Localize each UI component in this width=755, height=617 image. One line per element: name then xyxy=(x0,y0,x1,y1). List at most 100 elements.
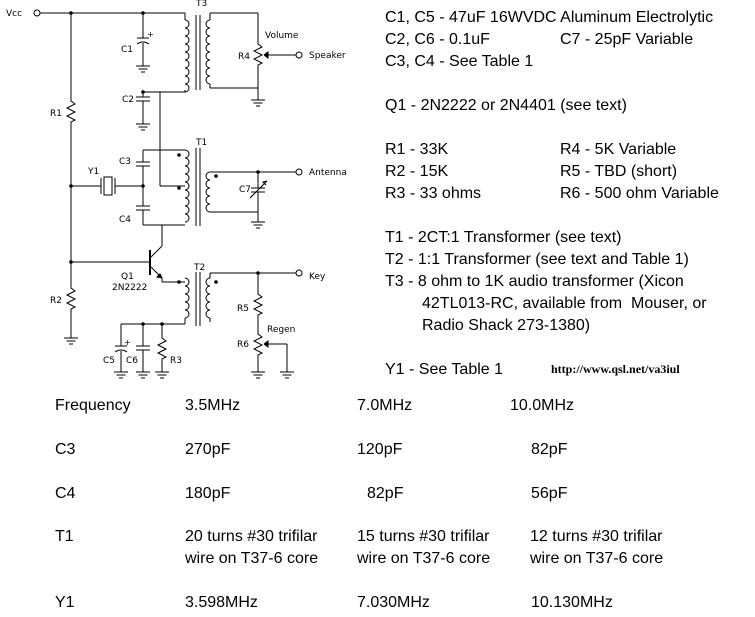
table-cell: Y1 xyxy=(55,594,75,611)
t3-primary-winding xyxy=(184,19,190,93)
table-cell: 56pF xyxy=(531,485,568,502)
c1-label: C1 xyxy=(121,45,133,55)
parts-list-line: Q1 - 2N2222 or 2N4401 (see text) xyxy=(385,95,751,117)
parts-list-spacer xyxy=(385,337,751,359)
parts-list-line: Radio Shack 273-1380) xyxy=(385,315,751,337)
q1-label: Q1 xyxy=(121,272,134,282)
parts-list-line: R1 - 33K R4 - 5K Variable xyxy=(385,139,751,161)
table-cell: 180pF xyxy=(185,485,231,502)
key-label: Key xyxy=(309,272,326,282)
table-cell: 120pF xyxy=(357,441,403,458)
parts-list-item: Y1 - See Table 1 xyxy=(385,361,504,378)
parts-list-line: R3 - 33 ohms R6 - 500 ohm Variable xyxy=(385,183,751,205)
c5-plus: + xyxy=(124,338,131,347)
parts-list-item: T1 - 2CT:1 Transformer (see text) xyxy=(385,229,622,246)
vcc-label: Vcc xyxy=(6,9,22,19)
parts-list-line: C3, C4 - See Table 1 xyxy=(385,51,751,73)
r6-label: R6 xyxy=(237,340,249,350)
parts-list-item: R2 - 15K xyxy=(385,163,449,180)
table-header-cell: 10.0MHz xyxy=(510,397,575,414)
table-cell: 12 turns #30 trifilar wire on T37-6 core xyxy=(530,528,664,567)
y1-label: Y1 xyxy=(87,167,99,177)
r5-resistor xyxy=(252,292,264,317)
r5-label: R5 xyxy=(237,304,249,314)
volume-label: Volume xyxy=(265,31,299,41)
source-url: http://www.qsl.net/va3iul xyxy=(551,362,680,376)
table-cell: T1 xyxy=(55,528,74,545)
key-terminal xyxy=(295,269,303,277)
r3-label: R3 xyxy=(170,356,182,366)
c3-label: C3 xyxy=(119,157,131,167)
receiver-schematic: Vcc T3 T1 T2 C1 + C2 C3 C4 C5 + C6 C7 R1… xyxy=(6,0,347,379)
speaker-label: Speaker xyxy=(309,51,346,61)
parts-list-item: C1, C5 - 47uF 16WVDC Aluminum Electrolyt… xyxy=(385,9,714,26)
r4-label: R4 xyxy=(238,52,250,62)
parts-list-item: C7 - 25pF Variable xyxy=(560,31,694,48)
table-cell: 7.030MHz xyxy=(357,594,430,611)
parts-list-item: R4 - 5K Variable xyxy=(560,141,677,158)
t1-primary-winding xyxy=(184,149,190,223)
parts-list-item: T2 - 1:1 Transformer (see text and Table… xyxy=(385,251,689,268)
y1-crystal xyxy=(103,176,113,196)
parts-list-item: R1 - 33K xyxy=(385,141,449,158)
table-cell: 82pF xyxy=(367,485,404,502)
r3-resistor xyxy=(156,336,168,361)
table-cell: 270pF xyxy=(185,441,231,458)
antenna-label: Antenna xyxy=(309,168,347,178)
parts-list-item: C2, C6 - 0.1uF xyxy=(385,31,490,48)
t1-secondary-winding xyxy=(205,171,211,213)
parts-list-item: R5 - TBD (short) xyxy=(560,163,678,180)
parts-list-line: 42TL013-RC, available from Mouser, or xyxy=(385,293,751,315)
parts-list-item: R3 - 33 ohms xyxy=(385,185,482,202)
parts-list-line: Y1 - See Table 1 xyxy=(385,359,751,381)
t3-secondary-winding xyxy=(205,19,211,85)
table-cell: 3.598MHz xyxy=(185,594,258,611)
vcc-terminal xyxy=(33,9,41,17)
parts-list-spacer xyxy=(385,205,751,227)
parts-list-item: Radio Shack 273-1380) xyxy=(422,317,591,334)
parts-list-spacer xyxy=(385,117,751,139)
c2-label: C2 xyxy=(122,95,134,105)
parts-list-spacer xyxy=(385,73,751,95)
t2-label: T2 xyxy=(193,263,205,273)
parts-list-line: R2 - 15K R5 - TBD (short) xyxy=(385,161,751,183)
r6-potentiometer xyxy=(252,332,264,357)
antenna-terminal xyxy=(295,168,303,176)
c7-label: C7 xyxy=(239,185,251,195)
table-cell: 82pF xyxy=(531,441,568,458)
r1-resistor xyxy=(65,98,77,125)
regen-label: Regen xyxy=(267,325,295,335)
parts-list-line: T2 - 1:1 Transformer (see text and Table… xyxy=(385,249,751,271)
table-cell: C4 xyxy=(55,485,76,502)
table-cell: 20 turns #30 trifilar wire on T37-6 core xyxy=(185,528,319,567)
q1-part-label: 2N2222 xyxy=(112,283,147,293)
parts-list-item: R6 - 500 ohm Variable xyxy=(560,185,719,202)
parts-list: C1, C5 - 47uF 16WVDC Aluminum Electrolyt… xyxy=(385,7,751,381)
t3-label: T3 xyxy=(195,0,207,9)
c5-label: C5 xyxy=(103,356,115,366)
table-header-cell: 3.5MHz xyxy=(185,397,241,414)
parts-list-item: 42TL013-RC, available from Mouser, or xyxy=(422,295,707,312)
parts-list-item: Q1 - 2N2222 or 2N4401 (see text) xyxy=(385,97,627,114)
c4-label: C4 xyxy=(119,215,131,225)
table-cell: 10.130MHz xyxy=(531,594,613,611)
t2-primary-winding xyxy=(184,277,190,319)
r2-label: R2 xyxy=(50,296,62,306)
t2-secondary-winding xyxy=(205,277,211,319)
parts-list-item: C3, C4 - See Table 1 xyxy=(385,53,534,70)
r1-label: R1 xyxy=(50,109,62,119)
table-header-cell: Frequency xyxy=(55,397,131,414)
parts-list-line: C1, C5 - 47uF 16WVDC Aluminum Electrolyt… xyxy=(385,7,751,29)
table-cell: 15 turns #30 trifilar wire on T37-6 core xyxy=(357,528,491,567)
c1-plus: + xyxy=(147,30,154,39)
speaker-terminal xyxy=(295,51,303,59)
parts-list-line: T1 - 2CT:1 Transformer (see text) xyxy=(385,227,751,249)
r2-resistor xyxy=(65,285,77,312)
parts-list-line: T3 - 8 ohm to 1K audio transformer (Xico… xyxy=(385,271,751,293)
table-cell: C3 xyxy=(55,441,76,458)
r4-potentiometer xyxy=(252,42,264,67)
t1-label: T1 xyxy=(195,138,207,148)
parts-list-item: T3 - 8 ohm to 1K audio transformer (Xico… xyxy=(385,273,684,290)
parts-list-line: C2, C6 - 0.1uF C7 - 25pF Variable xyxy=(385,29,751,51)
c6-label: C6 xyxy=(126,356,138,366)
